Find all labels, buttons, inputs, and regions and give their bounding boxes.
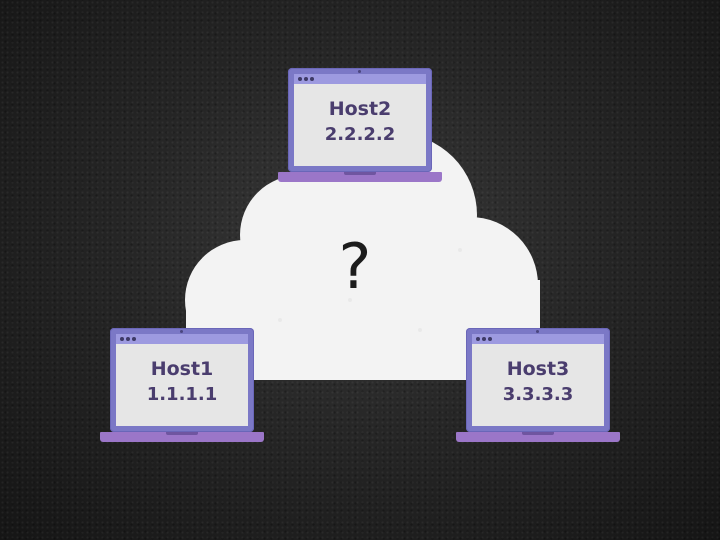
host-label: Host3 3.3.3.3 [472, 356, 604, 408]
window-dots-icon [298, 77, 314, 81]
host-ip: 2.2.2.2 [324, 124, 396, 145]
window-titlebar [294, 74, 426, 84]
webcam-icon [358, 70, 361, 73]
laptop-host3: Host3 3.3.3.3 [456, 328, 620, 446]
unknown-network-label: ? [338, 230, 372, 303]
webcam-icon [180, 330, 183, 333]
screen-display: Host2 2.2.2.2 [294, 74, 426, 166]
trackpad-notch [522, 432, 554, 435]
laptop-base [278, 172, 442, 182]
laptop-screen: Host1 1.1.1.1 [110, 328, 254, 432]
host-name: Host2 [328, 98, 392, 120]
laptop-base [100, 432, 264, 442]
host-ip: 1.1.1.1 [146, 384, 218, 405]
laptop-screen: Host3 3.3.3.3 [466, 328, 610, 432]
screen-display: Host1 1.1.1.1 [116, 334, 248, 426]
trackpad-notch [344, 172, 376, 175]
host-label: Host2 2.2.2.2 [294, 96, 426, 148]
host-name: Host3 [506, 358, 570, 380]
window-titlebar [472, 334, 604, 344]
webcam-icon [536, 330, 539, 333]
laptop-host1: Host1 1.1.1.1 [100, 328, 264, 446]
trackpad-notch [166, 432, 198, 435]
screen-display: Host3 3.3.3.3 [472, 334, 604, 426]
window-dots-icon [476, 337, 492, 341]
host-name: Host1 [150, 358, 214, 380]
window-titlebar [116, 334, 248, 344]
laptop-screen: Host2 2.2.2.2 [288, 68, 432, 172]
laptop-host2: Host2 2.2.2.2 [278, 68, 442, 186]
host-label: Host1 1.1.1.1 [116, 356, 248, 408]
window-dots-icon [120, 337, 136, 341]
laptop-base [456, 432, 620, 442]
host-ip: 3.3.3.3 [502, 384, 574, 405]
